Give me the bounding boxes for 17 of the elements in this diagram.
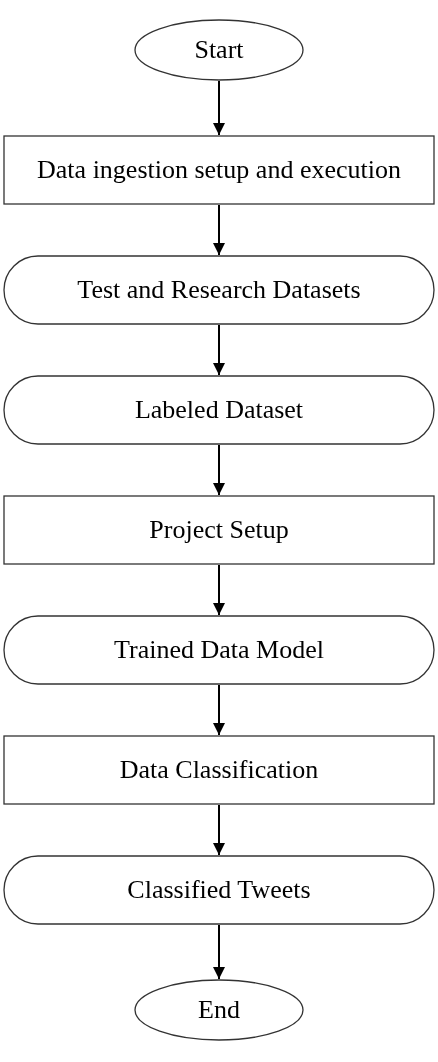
arrow [213,444,225,496]
node-label: End [197,993,241,1026]
arrow [213,80,225,136]
arrow [213,204,225,256]
node-label: Trained Data Model [113,633,325,666]
node-label: Data ingestion setup and execution [36,153,402,186]
node-label: Start [193,33,245,66]
arrow [213,684,225,736]
node-label: Project Setup [148,513,290,546]
node-label: Classified Tweets [126,873,312,906]
node-label: Test and Research Datasets [76,273,362,306]
arrow [213,324,225,376]
arrow [213,564,225,616]
node-label: Data Classification [118,753,320,786]
arrow [213,924,225,980]
arrow [213,804,225,856]
node-label: Labeled Dataset [133,393,305,426]
